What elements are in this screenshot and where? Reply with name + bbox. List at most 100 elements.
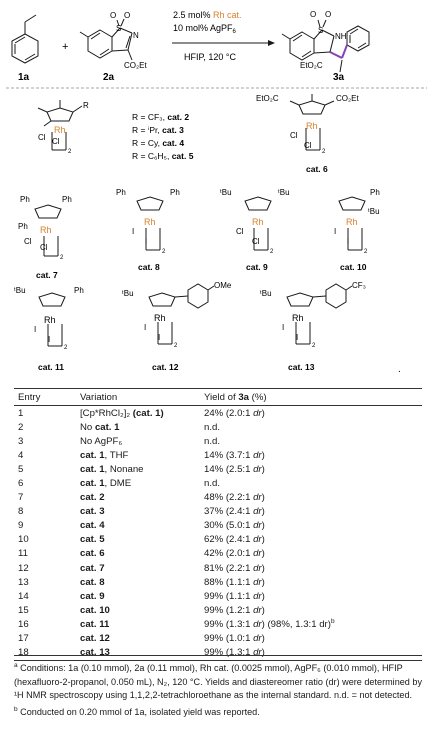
svg-text:Cl: Cl — [40, 243, 48, 252]
cell-entry: 5 — [18, 463, 24, 475]
cell-yield: 99% (1.3:1 dr) — [204, 647, 265, 659]
svg-text:EtO₂C: EtO₂C — [256, 94, 279, 103]
svg-text:Cl: Cl — [52, 137, 60, 146]
svg-text:Ph: Ph — [20, 195, 30, 204]
svg-text:2: 2 — [68, 149, 72, 155]
reagent-line-1: 2.5 mol% Rh cat. — [173, 10, 242, 20]
cell-variation: cat. 5 — [80, 534, 105, 546]
cell-variation: cat. 10 — [80, 604, 110, 616]
cat-13-structure: ᵗBu CF₃ Rh I I 2 cat. 13 — [260, 281, 366, 372]
cell-yield: n.d. — [204, 435, 221, 447]
cell-variation: cat. 1, THF — [80, 449, 129, 461]
svg-text:ᵗBu: ᵗBu — [122, 289, 134, 298]
cell-variation: cat. 6 — [80, 548, 105, 560]
svg-text:Ph: Ph — [62, 195, 72, 204]
cell-variation: [Cp*RhCl₂]₂ (cat. 1) — [80, 407, 164, 419]
cell-yield: 99% (1.3:1 dr) (98%, 1.3:1 dr)b — [204, 618, 335, 631]
o-atom-3a-2: O — [325, 10, 331, 19]
header-variation: Variation — [80, 391, 118, 403]
footnote-b: b Conducted on 0.20 mmol of 1a, isolated… — [14, 705, 260, 717]
cell-entry: 18 — [18, 647, 29, 659]
svg-text:Cl: Cl — [38, 133, 46, 142]
cell-entry: 1 — [18, 407, 24, 419]
cell-entry: 3 — [18, 435, 24, 447]
svg-text:ᵗBu: ᵗBu — [368, 207, 380, 216]
cat-12-structure: ᵗBu OMe Rh I I 2 cat. 12 — [122, 281, 232, 372]
table-row: 17 cat. 12 99% (1.0:1 dr) — [14, 632, 422, 646]
svg-text:R: R — [83, 101, 89, 110]
s-atom-3a: S — [318, 26, 323, 35]
cell-yield: 99% (1.0:1 dr) — [204, 633, 265, 645]
label-1a: 1a — [18, 72, 30, 83]
svg-text:Rh: Rh — [252, 217, 264, 227]
svg-text:Rh: Rh — [54, 125, 66, 135]
cell-yield: 81% (2.2:1 dr) — [204, 562, 265, 574]
cell-variation: cat. 4 — [80, 520, 105, 532]
svg-text:Cl: Cl — [252, 237, 260, 246]
cell-variation: cat. 3 — [80, 506, 105, 518]
table-row: 1[Cp*RhCl₂]₂ (cat. 1)24% (2.0:1 dr) — [14, 406, 422, 420]
svg-text:Ph: Ph — [370, 188, 380, 197]
cell-variation: cat. 1, Nonane — [80, 463, 144, 475]
svg-text:cat. 6: cat. 6 — [306, 164, 328, 174]
s-atom-2a: S — [116, 24, 121, 33]
cell-entry: 14 — [18, 590, 29, 602]
cat-2-5-r-list: R = CF₃, cat. 2 R = ⁱPr, cat. 3 R = Cy, … — [132, 112, 194, 161]
cat-10-structure: Ph ᵗBu Rh I I 2 cat. 10 — [334, 188, 380, 272]
reagent-line-2: 10 mol% AgPF6 — [173, 23, 237, 35]
svg-text:cat. 12: cat. 12 — [152, 362, 179, 372]
cell-yield: 37% (2.4:1 dr) — [204, 506, 265, 518]
cell-variation: cat. 1, DME — [80, 478, 132, 490]
svg-text:I: I — [34, 325, 36, 334]
reaction-conditions: HFIP, 120 °C — [184, 52, 236, 62]
svg-text:Rh: Rh — [144, 217, 156, 227]
cell-entry: 11 — [18, 548, 28, 560]
table-row: 11 cat. 6 42% (2.0:1 dr) — [14, 547, 422, 561]
svg-text:I: I — [145, 237, 147, 246]
svg-text:Cl: Cl — [290, 131, 298, 140]
svg-text:Ph: Ph — [170, 188, 180, 197]
svg-text:I: I — [132, 227, 134, 236]
svg-text:Rh: Rh — [154, 313, 166, 323]
cell-entry: 16 — [18, 618, 29, 630]
svg-text:Cl: Cl — [236, 227, 244, 236]
svg-text:I: I — [48, 335, 50, 344]
cell-yield: n.d. — [204, 421, 221, 433]
svg-text:R = C₆H₅, cat. 5: R = C₆H₅, cat. 5 — [132, 151, 194, 161]
cell-yield: n.d. — [204, 478, 221, 490]
cat-8-structure: Ph Ph Rh I I 2 cat. 8 — [116, 188, 180, 272]
svg-text:I: I — [282, 323, 284, 332]
cat-9-structure: ᵗBu ᵗBu Rh Cl Cl 2 cat. 9 — [220, 188, 290, 272]
svg-text:2: 2 — [174, 343, 178, 349]
stereo-bond-2 — [341, 44, 348, 59]
svg-text:cat. 11: cat. 11 — [38, 362, 64, 372]
cell-variation: cat. 12 — [80, 633, 110, 645]
cell-variation: cat. 7 — [80, 562, 105, 574]
svg-text:I: I — [158, 333, 160, 342]
svg-text:ᵗBu: ᵗBu — [278, 188, 290, 197]
cell-yield: 30% (5.0:1 dr) — [204, 520, 265, 532]
cell-entry: 7 — [18, 492, 24, 504]
cell-entry: 17 — [18, 633, 29, 645]
cell-yield: 42% (2.0:1 dr) — [204, 548, 265, 560]
n-atom-2a: N — [133, 31, 139, 40]
o-atom-2a-1: O — [110, 11, 116, 20]
cell-yield: 62% (2.4:1 dr) — [204, 534, 265, 546]
cell-entry: 8 — [18, 506, 24, 518]
svg-text:Ph: Ph — [18, 222, 28, 231]
cell-yield: 99% (1.1:1 dr) — [204, 590, 265, 602]
cell-yield: 88% (1.1:1 dr) — [204, 576, 265, 588]
cell-entry: 4 — [18, 449, 24, 461]
table-footnotes: a Conditions: 1a (0.10 mmol), 2a (0.11 m… — [14, 655, 422, 719]
cell-yield: 14% (3.7:1 dr) — [204, 449, 265, 461]
table-header: Entry Variation Yield of 3a (%) — [14, 388, 422, 406]
cell-entry: 15 — [18, 604, 29, 616]
